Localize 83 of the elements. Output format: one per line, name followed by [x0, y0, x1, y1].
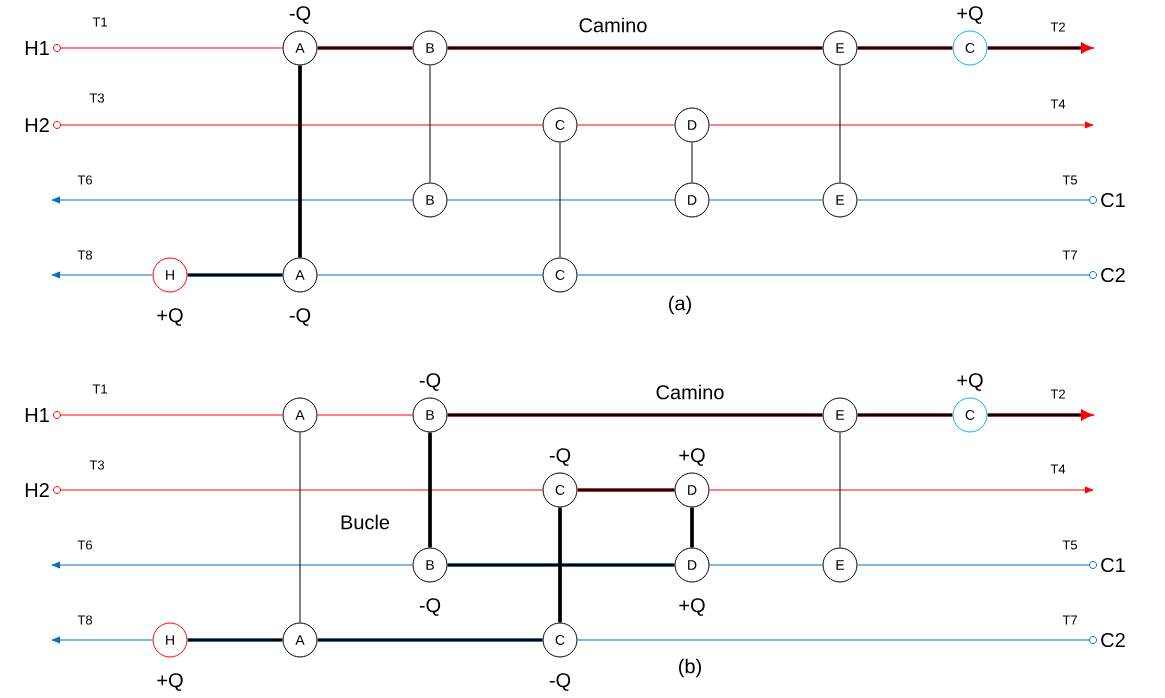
- heat-duty-label: +Q: [679, 448, 705, 466]
- panel-label: (a): [669, 295, 691, 315]
- exchanger-link: [298, 65, 302, 258]
- stream-line: [857, 564, 1090, 566]
- exchanger-link: [558, 507, 562, 623]
- path-label: Camino: [579, 17, 647, 33]
- temperature-label: T1: [92, 384, 107, 394]
- heat-duty-label: -Q: [549, 673, 571, 691]
- stream-line: [577, 639, 1090, 641]
- exchanger-link: [428, 432, 432, 548]
- path-label: Camino: [656, 384, 724, 400]
- temperature-label: T2: [1050, 389, 1065, 399]
- stream-line: [857, 199, 1090, 201]
- stream-line: [187, 638, 283, 642]
- stream-label: C1: [1101, 557, 1125, 573]
- stream-line: [51, 636, 153, 644]
- stream-line: [987, 43, 1092, 53]
- temperature-label: T6: [77, 175, 93, 185]
- stream-line: [577, 274, 1090, 276]
- stream-line: [987, 410, 1092, 420]
- heat-duty-label: -Q: [289, 6, 311, 24]
- temperature-label: T8: [77, 250, 93, 260]
- heat-duty-label: +Q: [157, 308, 183, 326]
- stream-label: C2: [1101, 632, 1125, 648]
- stream-label: H1: [25, 408, 49, 422]
- temperature-label: T4: [1050, 99, 1066, 109]
- stream-line: [317, 638, 543, 642]
- stream-line: [51, 271, 153, 279]
- exchanger-link: [839, 65, 841, 183]
- stream-line: [60, 414, 283, 416]
- exchanger-link: [690, 507, 694, 548]
- temperature-label: T5: [1062, 175, 1078, 185]
- heat-duty-label: -Q: [549, 448, 571, 466]
- stream-line: [317, 414, 413, 416]
- stream-line: [857, 413, 953, 417]
- temperature-label: T3: [89, 93, 105, 103]
- temperature-label: T7: [1062, 250, 1077, 260]
- exchanger-link: [691, 142, 693, 183]
- stream-line: [447, 46, 823, 50]
- stream-line: [60, 124, 543, 126]
- stream-line: [447, 199, 675, 201]
- stream-label: C2: [1101, 267, 1125, 283]
- stream-label: H2: [25, 118, 49, 132]
- stream-line: [709, 564, 823, 566]
- stream-line: [447, 413, 823, 417]
- stream-line: [857, 46, 953, 50]
- temperature-label: T1: [92, 17, 107, 27]
- stream-label: H2: [25, 483, 49, 497]
- stream-line: [577, 488, 675, 492]
- temperature-label: T8: [77, 615, 93, 625]
- stream-line: [709, 121, 1094, 129]
- stream-line: [51, 196, 413, 204]
- heat-duty-label: +Q: [157, 673, 183, 691]
- heat-duty-label: -Q: [289, 308, 311, 326]
- stream-line: [60, 489, 543, 491]
- stream-line: [60, 47, 283, 49]
- exchanger-link: [839, 432, 841, 548]
- heat-duty-label: +Q: [957, 373, 983, 391]
- stream-line: [447, 563, 675, 567]
- heat-duty-label: +Q: [957, 6, 983, 24]
- temperature-label: T3: [89, 460, 105, 470]
- exchanger-link: [299, 432, 301, 623]
- stream-line: [187, 273, 283, 277]
- exchanger-link: [429, 65, 431, 183]
- heat-duty-label: -Q: [419, 373, 441, 391]
- stream-line: [317, 46, 413, 50]
- temperature-label: T6: [77, 540, 93, 550]
- stream-line: [577, 124, 675, 126]
- panel-label: (b): [679, 658, 701, 678]
- exchanger-link: [559, 142, 561, 258]
- stream-label: H1: [25, 41, 49, 55]
- temperature-label: T5: [1062, 540, 1078, 550]
- temperature-label: T7: [1062, 615, 1077, 625]
- temperature-label: T4: [1050, 464, 1066, 474]
- stream-line: [51, 561, 413, 569]
- loop-label: Bucle: [341, 514, 390, 530]
- stream-line: [709, 199, 823, 201]
- heat-duty-label: -Q: [419, 598, 441, 616]
- heat-duty-label: +Q: [679, 598, 705, 616]
- temperature-label: T2: [1050, 22, 1065, 32]
- stream-label: C1: [1101, 192, 1125, 208]
- stream-line: [709, 486, 1094, 494]
- stream-line: [317, 274, 543, 276]
